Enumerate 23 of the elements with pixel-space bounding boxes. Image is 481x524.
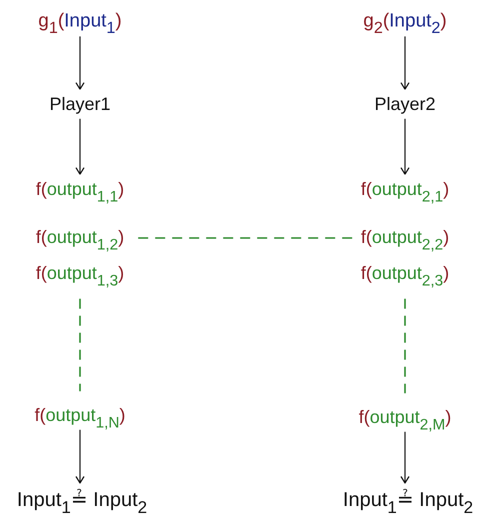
dashed-line	[404, 298, 406, 394]
function-label: f(output$_{2,M}$)	[358, 407, 452, 429]
function-label: g$_{1}$(Input$_{1}$)	[38, 10, 122, 34]
function-label: f(output$_{2,3}$)	[360, 263, 450, 285]
arrow	[400, 432, 410, 484]
function-label: g$_{2}$(Input$_{2}$)	[363, 10, 447, 34]
dashed-line	[138, 237, 355, 239]
comparison-label: Input$_{1}$≟ Input$_{2}$	[16, 488, 148, 512]
comparison-label: Input$_{1}$≟ Input$_{2}$	[342, 488, 474, 512]
function-label: f(output$_{2,2}$)	[360, 227, 450, 249]
arrow	[75, 36, 85, 90]
player-label: Player1	[49, 94, 111, 116]
dashed-line	[79, 298, 81, 392]
function-label: f(output$_{1,3}$)	[36, 263, 124, 285]
player-label: Player2	[374, 94, 436, 116]
function-label: f(output$_{1,2}$)	[36, 227, 124, 249]
arrow	[400, 118, 410, 175]
arrow	[75, 118, 85, 175]
function-label: f(output$_{2,1}$)	[360, 179, 450, 201]
arrow	[400, 36, 410, 90]
arrow	[75, 430, 85, 484]
function-label: f(output$_{1,N}$)	[34, 405, 126, 427]
function-label: f(output$_{1,1}$)	[36, 179, 124, 201]
